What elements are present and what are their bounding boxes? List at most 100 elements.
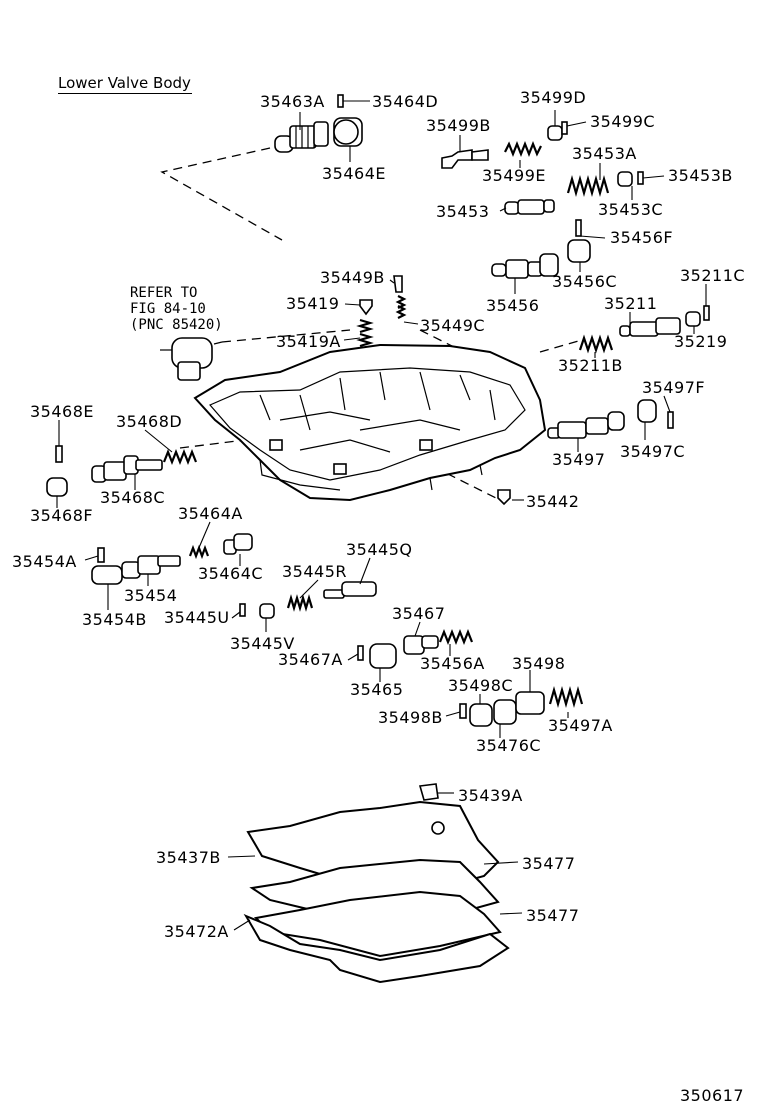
part-label-35445q: 35445Q: [346, 540, 413, 559]
part-35472a: [243, 913, 510, 984]
part-label-35456c: 35456C: [552, 272, 618, 291]
part-35445v: [259, 603, 275, 619]
part-label-35497a: 35497A: [548, 716, 613, 735]
part-label-35468d: 35468D: [116, 412, 183, 431]
part-35465: [369, 643, 397, 669]
part-label-35498b: 35498B: [378, 708, 443, 727]
part-35497: [547, 411, 625, 439]
part-label-35419a: 35419A: [276, 332, 341, 351]
part-label-35477: 35477: [522, 854, 576, 873]
part-label-35449c: 35449C: [420, 316, 486, 335]
part-35454: [121, 555, 181, 579]
part-35453a: [566, 174, 610, 198]
part-label-35465: 35465: [350, 680, 404, 699]
part-label-35498c: 35498C: [448, 676, 514, 695]
part-label-35497c: 35497C: [620, 442, 686, 461]
part-35456f: [575, 219, 582, 237]
part-35419a: [356, 318, 374, 348]
part-35497a: [548, 685, 584, 709]
part-35497f: [667, 411, 674, 429]
part-35419: [359, 299, 373, 316]
part-label-35498: 35498: [512, 654, 566, 673]
reference-note: REFER TO FIG 84-10 (PNC 85420): [130, 285, 223, 333]
part-label-35437b: 35437B: [156, 848, 221, 867]
lower-valve-body: [193, 343, 547, 502]
part-label-35453: 35453: [436, 202, 490, 221]
part-label-35219: 35219: [674, 332, 728, 351]
part-label-35445r: 35445R: [282, 562, 348, 581]
part-35499d: [547, 125, 563, 141]
part-label-35456f: 35456F: [610, 228, 674, 247]
part-label-35472a: 35472A: [164, 922, 229, 941]
part-35456: [491, 253, 559, 279]
part-label-35499c: 35499C: [590, 112, 656, 131]
part-label-35468f: 35468F: [30, 506, 94, 525]
part-35498c: [469, 703, 493, 727]
part-label-35464a: 35464A: [178, 504, 243, 523]
part-35456c: [567, 239, 591, 263]
part-label-35464d: 35464D: [372, 92, 439, 111]
part-label-35211b: 35211B: [558, 356, 623, 375]
figure-number: 350617: [680, 1086, 745, 1105]
part-label-35211c: 35211C: [680, 266, 746, 285]
part-label-35468c: 35468C: [100, 488, 166, 507]
part-35467: [403, 635, 439, 655]
part-label-35477-second: 35477: [526, 906, 580, 925]
part-35454b: [91, 565, 123, 585]
part-label-35467: 35467: [392, 604, 446, 623]
part-label-35499d: 35499D: [520, 88, 587, 107]
part-35468c: [91, 455, 163, 483]
part-label-35476c: 35476C: [476, 736, 542, 755]
part-35449b: [393, 275, 403, 293]
part-35464a: [188, 544, 210, 560]
part-35497c: [637, 399, 657, 423]
part-label-35464e: 35464E: [322, 164, 387, 183]
part-label-35464c: 35464C: [198, 564, 264, 583]
part-label-35499b: 35499B: [426, 116, 491, 135]
part-label-35456a: 35456A: [420, 654, 485, 673]
part-35477-second: [253, 890, 502, 958]
part-label-35453a: 35453A: [572, 144, 637, 163]
part-35453b: [637, 171, 644, 185]
part-35498b: [459, 703, 467, 719]
part-35464e: [333, 117, 363, 147]
part-35211c: [703, 305, 710, 321]
part-35467a: [357, 645, 364, 661]
part-label-35439a: 35439A: [458, 786, 523, 805]
part-label-35463a: 35463A: [260, 92, 325, 111]
title-underline: [58, 93, 192, 94]
part-label-35497: 35497: [552, 450, 606, 469]
part-label-35445v: 35445V: [230, 634, 295, 653]
part-35219: [685, 311, 701, 327]
part-label-35467a: 35467A: [278, 650, 343, 669]
part-35453c: [617, 171, 633, 187]
part-35211b: [578, 334, 614, 354]
part-label-35499e: 35499E: [482, 166, 547, 185]
part-35468f: [46, 477, 68, 497]
part-label-35497f: 35497F: [642, 378, 706, 397]
part-35464c: [223, 533, 253, 555]
part-35499e: [504, 141, 542, 157]
part-35445r: [286, 594, 314, 612]
part-35499c: [561, 121, 568, 135]
part-35456a: [438, 629, 474, 645]
part-35476c: [493, 699, 517, 725]
part-35442: [497, 489, 511, 506]
part-label-35454b: 35454B: [82, 610, 147, 629]
part-label-35419: 35419: [286, 294, 340, 313]
part-label-35454: 35454: [124, 586, 178, 605]
part-35464d: [337, 94, 344, 108]
part-35449c: [395, 295, 407, 319]
part-35445u: [239, 603, 246, 617]
part-35439a: [418, 783, 439, 801]
part-label-35456: 35456: [486, 296, 540, 315]
part-35498: [515, 691, 545, 715]
diagram-title: Lower Valve Body: [58, 74, 191, 92]
part-label-35454a: 35454A: [12, 552, 77, 571]
part-label-35453c: 35453C: [598, 200, 664, 219]
part-35445q: [323, 581, 377, 599]
part-35468d: [162, 449, 198, 465]
part-35211: [619, 317, 681, 337]
